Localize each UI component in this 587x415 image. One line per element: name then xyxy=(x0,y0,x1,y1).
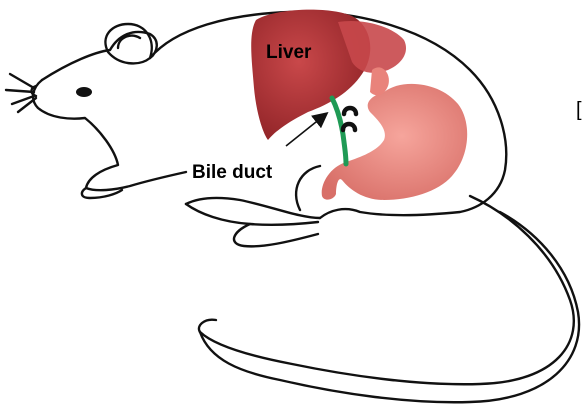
edge-fragment: [ xyxy=(576,99,582,121)
bile-duct-label: Bile duct xyxy=(192,162,273,183)
ligature-clip-icon xyxy=(343,108,356,130)
eye xyxy=(76,87,92,97)
liver-label: Liver xyxy=(266,42,312,63)
